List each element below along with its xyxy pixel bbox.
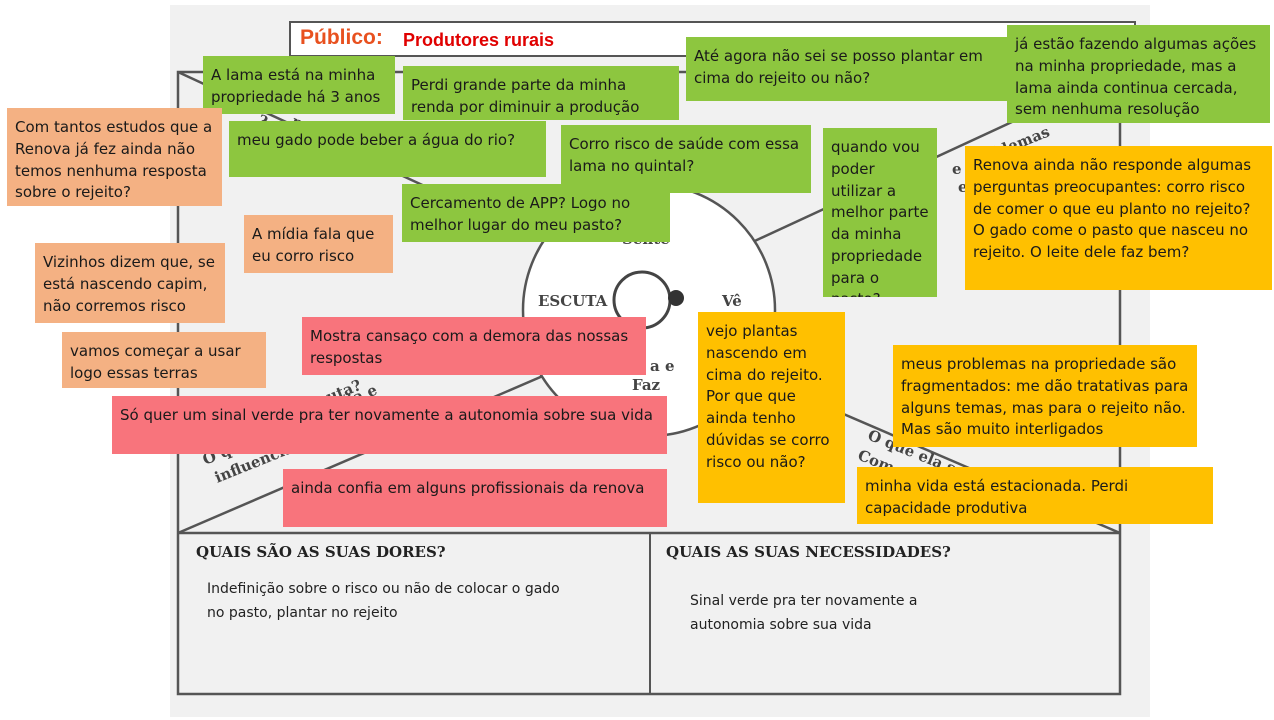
- sticky-note: Mostra cansaço com a demora das nossas r…: [302, 317, 646, 375]
- sticky-note: minha vida está estacionada. Perdi capac…: [857, 467, 1213, 524]
- sticky-note: Até agora não sei se posso plantar em ci…: [686, 37, 1011, 101]
- label-faz-b: Faz: [632, 376, 661, 394]
- sticky-note: Vizinhos dizem que, se está nascendo cap…: [35, 243, 225, 323]
- sticky-note: já estão fazendo algumas ações na minha …: [1007, 25, 1270, 123]
- label-question-right-top-3: e: [958, 178, 968, 196]
- section-title-necessidades: QUAIS AS SUAS NECESSIDADES?: [666, 543, 951, 561]
- sticky-note: meus problemas na propriedade são fragme…: [893, 345, 1197, 447]
- sticky-note: vejo plantas nascendo em cima do rejeito…: [698, 312, 845, 503]
- section-title-dores: QUAIS SÃO AS SUAS DORES?: [196, 543, 446, 561]
- section-body-necessidades: Sinal verde pra ter novamente a autonomi…: [690, 593, 918, 633]
- sticky-note: A lama está na minha propriedade há 3 an…: [203, 56, 395, 114]
- sticky-note: quando vou poder utilizar a melhor parte…: [823, 128, 937, 297]
- sticky-note: A mídia fala que eu corro risco: [244, 215, 393, 273]
- label-ve: Vê: [722, 292, 742, 310]
- sticky-note: Só quer um sinal verde pra ter novamente…: [112, 396, 667, 454]
- sticky-note: Corro risco de saúde com essa lama no qu…: [561, 125, 811, 193]
- label-escuta: ESCUTA: [538, 292, 608, 310]
- sticky-note: Renova ainda não responde algumas pergun…: [965, 146, 1272, 290]
- sticky-note: meu gado pode beber a água do rio?: [229, 121, 546, 177]
- header-label: Público:: [300, 26, 383, 49]
- sticky-note: ainda confia em alguns profissionais da …: [283, 469, 667, 527]
- section-body-dores: Indefinição sobre o risco ou não de colo…: [207, 581, 560, 621]
- header-value: Produtores rurais: [403, 30, 555, 50]
- sticky-note: vamos começar a usar logo essas terras: [62, 332, 266, 388]
- face-eye: [668, 290, 684, 306]
- sticky-note: Cercamento de APP? Logo no melhor lugar …: [402, 184, 670, 242]
- sticky-note: Perdi grande parte da minha renda por di…: [403, 66, 679, 120]
- label-question-right-top-2: e: [952, 160, 962, 178]
- sticky-note: Com tantos estudos que a Renova já fez a…: [7, 108, 222, 206]
- label-faz-a: a e: [650, 357, 675, 375]
